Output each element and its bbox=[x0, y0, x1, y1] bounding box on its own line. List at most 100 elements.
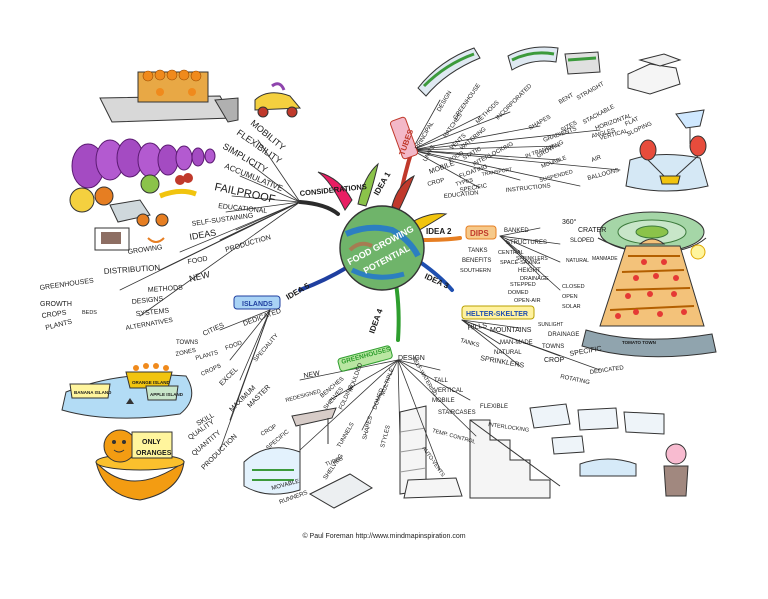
idea2-item: TANKS bbox=[468, 248, 488, 254]
idea2-item: CLOSED bbox=[562, 284, 585, 290]
consideration-item: GROWING bbox=[127, 244, 163, 256]
crater-illustration bbox=[597, 211, 707, 255]
idea5-label: IDEA 5 bbox=[285, 281, 312, 302]
idea1-item: MOBILE bbox=[428, 160, 456, 176]
idea1-item: SHAPES bbox=[528, 114, 552, 131]
branch-idea-5: IDEA 5 ISLANDS TOWNS CITIES DEDICATED ZO… bbox=[175, 281, 311, 471]
tomato-town-label: TOMATO TOWN bbox=[622, 340, 656, 345]
idea2-item: SLOPED bbox=[570, 238, 595, 244]
orange-illustration bbox=[95, 429, 185, 501]
idea4-item: VERTICAL bbox=[434, 388, 464, 394]
idea4-item: SELF-WATERING bbox=[410, 356, 438, 398]
idea5-item: FOOD bbox=[225, 340, 244, 352]
idea4-item: STYLES bbox=[380, 425, 392, 449]
central-globe: FOOD GROWING POTENTIAL bbox=[317, 162, 448, 291]
interlocking-illustration bbox=[529, 403, 689, 497]
idea1-item: SPECIFIC bbox=[459, 183, 488, 194]
idea1-item: TRANSPORT bbox=[481, 167, 512, 178]
idea2-item: SOUTHERN bbox=[460, 268, 491, 274]
idea4-item: MOBILE bbox=[432, 398, 455, 404]
idea3-item: TOWNS bbox=[542, 344, 564, 350]
idea2-item: STRUCTURES bbox=[506, 240, 547, 246]
idea4-item: FLEXIBLE bbox=[480, 404, 508, 410]
idea2-item: 360° bbox=[562, 218, 577, 226]
helter-skelter-tower-illustration bbox=[581, 238, 717, 358]
branch-lines bbox=[119, 99, 621, 471]
idea5-item: ZONES bbox=[175, 348, 196, 358]
idea2-item: OPEN bbox=[562, 294, 578, 300]
consideration-item: IDEAS bbox=[189, 227, 217, 242]
consideration-item: GREENHOUSES bbox=[39, 277, 94, 292]
idea4-item: REDESIGNED bbox=[285, 389, 322, 404]
branch-considerations: CONSIDERATIONS MOBILITY FLEXIBILITY SIMP… bbox=[39, 118, 367, 332]
idea3-item: TANKS bbox=[459, 338, 479, 349]
idea5-item: SPECIALITY bbox=[253, 333, 280, 363]
branch-idea-1: IDEA 1 TUBES PRINCIPAL DESIGN UNITS HATC… bbox=[372, 81, 653, 200]
idea1-item: TYPES bbox=[455, 177, 474, 188]
idea1-item: GREENHOUSE bbox=[453, 83, 482, 121]
aubergine-illustration bbox=[69, 138, 216, 213]
greenhouses-box bbox=[337, 345, 393, 372]
consideration-item: SELF-SUSTAINING bbox=[191, 212, 253, 228]
illustration-labels: ORANGE ISLAND BANANA ISLAND APPLE ISLAND… bbox=[74, 340, 656, 457]
consideration-item: CROPS bbox=[41, 310, 67, 320]
idea4-item: SHAPES bbox=[362, 415, 374, 440]
greenhouse-illustrations bbox=[243, 405, 463, 509]
idea2-item: NATURAL bbox=[566, 258, 589, 264]
idea4-item: CROP bbox=[260, 424, 278, 438]
consideration-item: NEW bbox=[188, 269, 211, 284]
oranges-label: ORANGES bbox=[136, 450, 172, 457]
idea3-item: MOUNTAINS bbox=[490, 327, 532, 334]
idea2-label: IDEA 2 bbox=[426, 227, 452, 236]
idea2-item: MANMADE bbox=[592, 256, 618, 262]
idea1-item: EDUCATION bbox=[444, 190, 479, 200]
idea1-item: AIR bbox=[591, 155, 603, 164]
conveyor-crate-illustration bbox=[99, 69, 239, 123]
idea2-topic: DIPS bbox=[470, 229, 489, 238]
toy-car-illustration bbox=[254, 82, 302, 118]
idea1-item: BENT bbox=[558, 92, 575, 105]
idea3-item: MAN-MADE bbox=[500, 340, 533, 346]
idea3-item: NATURAL bbox=[494, 350, 522, 356]
idea3-item: DEDICATED bbox=[589, 365, 624, 376]
idea2-item: BANKED bbox=[504, 228, 529, 234]
consideration-item: GROWTH bbox=[40, 301, 72, 308]
idea3-item: DRAINAGE bbox=[548, 332, 579, 338]
idea2-item: SPRINKLERS bbox=[516, 256, 548, 262]
idea5-item: CROPS bbox=[200, 363, 222, 377]
branch-idea-2: IDEA 2 DIPS BANKED 360° CRATER STRUCTURE… bbox=[426, 218, 618, 310]
idea2-item: SPACE-SAVING bbox=[500, 260, 540, 266]
idea2-item: CENTRAL bbox=[498, 250, 524, 256]
idea4-item: INTERLOCKING bbox=[488, 422, 530, 434]
consideration-item: PLANTS bbox=[45, 318, 73, 331]
idea1-item: STRAIGHT bbox=[576, 81, 606, 102]
consideration-item: SYSTEMS bbox=[135, 307, 169, 317]
idea4-item: DESIGN bbox=[398, 355, 425, 362]
idea2-item: OPEN-AIR bbox=[514, 298, 541, 304]
idea2-item: CRATER bbox=[578, 227, 606, 234]
idea4-item: TALL bbox=[434, 378, 449, 384]
idea1-item: SUSPENDED bbox=[539, 169, 574, 184]
credit-text: © Paul Foreman http://www.mindmapinspira… bbox=[302, 533, 466, 540]
idea3-item: ROTATING bbox=[560, 374, 591, 386]
idea3-item: HILLS bbox=[467, 322, 488, 332]
idea1-item: METHODS bbox=[475, 100, 500, 125]
idea2-item: SOLAR bbox=[562, 304, 581, 310]
idea1-item: BALLOONS bbox=[587, 168, 620, 182]
consideration-item: METHODS bbox=[148, 285, 184, 294]
banana-island-label: BANANA ISLAND bbox=[74, 390, 112, 395]
idea1-item: CROP bbox=[427, 178, 445, 188]
idea1-item: INCORPORATED bbox=[495, 83, 534, 122]
consideration-item: BEDS bbox=[82, 310, 97, 316]
idea5-item: CITIES bbox=[202, 322, 226, 338]
islands-box bbox=[233, 295, 281, 310]
dips-box bbox=[465, 225, 497, 240]
idea3-item: SUNLIGHT bbox=[538, 322, 563, 328]
helter-skelter-box bbox=[461, 305, 535, 320]
consideration-item: ALTERNATIVES bbox=[125, 317, 174, 332]
seed-box-illustration bbox=[94, 199, 169, 251]
tube-illustrations bbox=[417, 46, 709, 192]
only-label: ONLY bbox=[142, 439, 161, 446]
